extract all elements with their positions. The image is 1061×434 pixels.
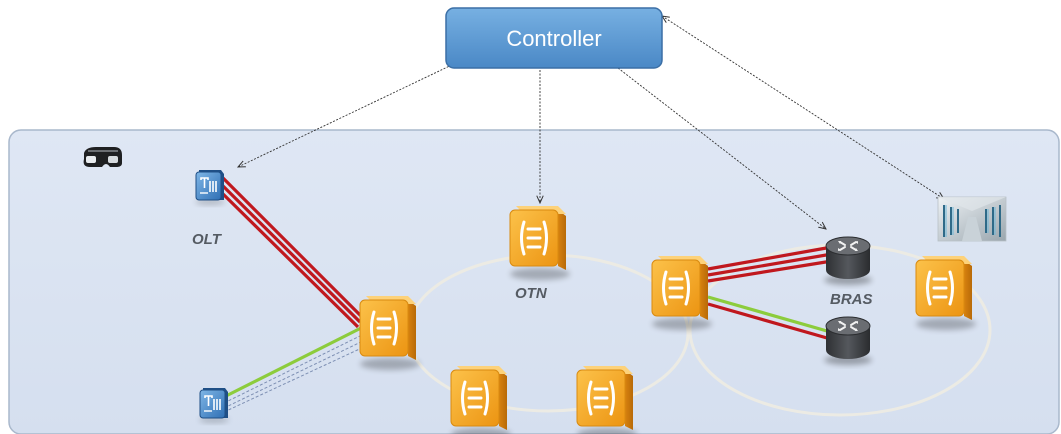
network-region xyxy=(8,129,1060,434)
olt-label: OLT xyxy=(192,231,223,248)
controller-box[interactable] xyxy=(445,7,663,69)
bras-router-icon[interactable] xyxy=(824,317,872,365)
red-links-olt xyxy=(220,175,364,329)
otn-label: OTN xyxy=(515,285,548,302)
bras-router-icon[interactable] xyxy=(824,237,872,285)
otn-switch-icon[interactable] xyxy=(451,366,511,434)
vr-headset-icon xyxy=(83,147,122,167)
control-arrow-datacenter xyxy=(662,16,944,199)
olt-device-icon[interactable] xyxy=(195,170,225,205)
olt-device-icon[interactable] xyxy=(199,388,229,423)
control-arrows xyxy=(238,16,944,229)
red-links-bras xyxy=(707,245,835,342)
control-arrow-olt xyxy=(238,61,459,167)
access-links-bottom xyxy=(223,325,367,413)
otn-switch-icon[interactable] xyxy=(577,366,637,434)
control-arrow-bras xyxy=(617,67,826,229)
bras-label: BRAS xyxy=(830,291,873,308)
controller-node[interactable]: Controller xyxy=(445,7,663,69)
data-center-icon xyxy=(937,196,1007,242)
green-link-bras xyxy=(707,295,835,335)
controller-label: Controller xyxy=(506,26,601,51)
